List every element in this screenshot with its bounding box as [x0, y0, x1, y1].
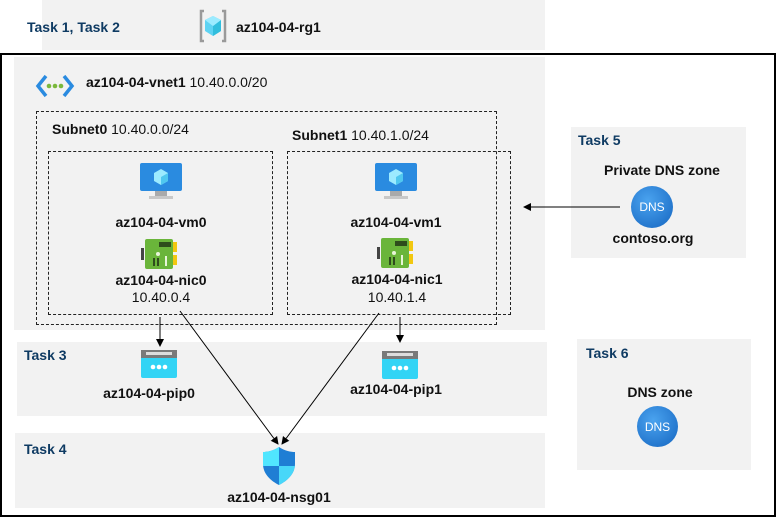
dns-icon: DNS: [631, 186, 673, 228]
rg-name: az104-04-rg1: [236, 19, 321, 35]
task4-label: Task 4: [24, 441, 67, 457]
virtual-machine-icon: [375, 163, 417, 199]
public-ip-icon: [141, 350, 177, 378]
vnet-cidr: 10.40.0.0/20: [189, 74, 268, 90]
virtual-machine-icon: [140, 163, 182, 199]
pip1-name: az104-04-pip1: [350, 381, 442, 397]
subnet1-cidr: 10.40.1.0/24: [351, 127, 429, 143]
task6-panel: [577, 339, 751, 470]
pip0-name: az104-04-pip0: [103, 385, 195, 401]
nic0-name: az104-04-nic0: [115, 272, 207, 288]
private-dns-zone-name: contoso.org: [612, 230, 694, 246]
task-label: Task 1, Task 2: [27, 19, 120, 35]
private-dns-zone-title: Private DNS zone: [604, 162, 720, 178]
subnet0-cidr: 10.40.0.0/24: [111, 121, 189, 137]
subnet1-box: [287, 151, 511, 315]
vnet-label: az104-04-vnet1 10.40.0.0/20: [86, 74, 267, 90]
vnet-name: az104-04-vnet1: [86, 74, 186, 90]
rg-panel: [42, 0, 545, 50]
task3-panel: [17, 342, 547, 416]
subnet0-label: Subnet0 10.40.0.0/24: [52, 121, 189, 137]
vnet-boundary: [36, 111, 497, 325]
resource-group-icon: [199, 9, 227, 43]
network-interface-icon: [141, 239, 177, 269]
network-interface-icon: [377, 238, 413, 268]
arrow-nic0-to-nsg: [179, 310, 279, 445]
arrow-nic1-to-nsg: [281, 312, 380, 445]
subnet1-label: Subnet1 10.40.1.0/24: [292, 127, 429, 143]
nic1-ip: 10.40.1.4: [367, 289, 427, 305]
vm0-name: az104-04-vm0: [115, 214, 207, 230]
nic1-name: az104-04-nic1: [351, 271, 443, 287]
nic0-ip: 10.40.0.4: [131, 289, 191, 305]
subnet1-name: Subnet1: [292, 127, 348, 143]
task6-label: Task 6: [586, 345, 629, 361]
network-security-group-icon: [263, 447, 295, 485]
subnet0-name: Subnet0: [52, 121, 108, 137]
nsg-name: az104-04-nsg01: [227, 489, 331, 505]
task5-label: Task 5: [578, 132, 621, 148]
vm1-name: az104-04-vm1: [350, 214, 442, 230]
vnet-panel: [14, 57, 545, 330]
dns-icon: DNS: [637, 406, 678, 447]
subnet0-box: [48, 151, 273, 315]
dns-zone-title: DNS zone: [627, 384, 693, 400]
outer-border: [0, 53, 776, 517]
virtual-network-icon: [35, 74, 75, 98]
task3-label: Task 3: [24, 347, 67, 363]
public-ip-icon: [382, 351, 418, 379]
